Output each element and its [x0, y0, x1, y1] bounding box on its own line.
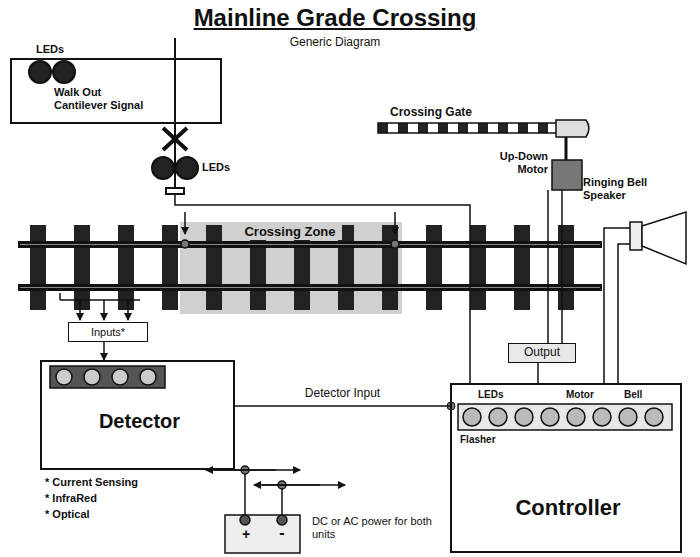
track — [18, 222, 602, 314]
drawing-stroke — [53, 61, 75, 83]
terminal-label: LEDs — [478, 389, 518, 401]
drawing-stroke — [645, 408, 663, 426]
node-text: Output — [509, 346, 575, 360]
cantilever-signal — [29, 38, 470, 383]
drawing-stroke — [18, 241, 602, 248]
drawing-stroke — [20, 244, 600, 245]
drawing-stroke — [176, 157, 198, 179]
drawing-stroke — [567, 408, 585, 426]
drawing-stroke — [244, 470, 246, 515]
drawing-stroke — [152, 157, 174, 179]
drawing-stroke — [552, 160, 582, 190]
footnote: * Current Sensing — [45, 476, 195, 489]
drawing-stroke — [541, 408, 559, 426]
drawing-stroke — [225, 515, 300, 553]
terminal-label: Bell — [624, 389, 658, 401]
connector-label: Detector Input — [303, 387, 382, 401]
drawing-stroke — [175, 194, 470, 383]
drawing-stroke — [84, 369, 100, 385]
connector — [537, 363, 539, 383]
track-sensor-drops — [181, 212, 399, 248]
output-box: Output — [508, 343, 576, 363]
footnote: * InfraRed — [45, 492, 195, 505]
drawing-stroke — [18, 284, 602, 291]
diagram-title: Mainline Grade Crossing — [150, 4, 520, 32]
footnote: * Optical — [45, 508, 195, 521]
drawing-stroke — [378, 123, 558, 133]
controller-box: Controller — [450, 383, 682, 553]
drawing-stroke — [240, 515, 250, 525]
part-label: Crossing Gate — [390, 106, 520, 120]
drawing-stroke — [112, 369, 128, 385]
drawing-stroke — [28, 225, 596, 310]
drawing-stroke — [184, 212, 186, 234]
crossing-gate — [378, 120, 589, 343]
drawing-stroke — [50, 366, 165, 388]
part-label: Ringing Bell Speaker — [583, 176, 663, 201]
drawing-stroke — [642, 212, 686, 264]
input-bracket — [60, 293, 140, 320]
connector — [103, 342, 105, 360]
drawing-stroke — [463, 408, 481, 426]
controller-terminals — [458, 404, 672, 430]
drawing-stroke — [593, 408, 611, 426]
drawing-stroke — [556, 120, 589, 137]
drawing-stroke — [561, 190, 563, 343]
drawing-stroke — [166, 188, 184, 194]
drawing-stroke — [103, 300, 105, 320]
drawing-stroke — [565, 137, 568, 160]
node-text: Walk Out Cantilever Signal — [54, 86, 154, 111]
drawing-stroke — [277, 515, 287, 525]
drawing-stroke — [163, 128, 187, 150]
drawing-stroke — [391, 240, 399, 248]
node-text: Controller — [452, 495, 684, 520]
bell-speaker — [604, 212, 686, 383]
zone-label: Crossing Zone — [238, 225, 342, 240]
drawing-stroke — [181, 240, 189, 248]
drawing-stroke — [254, 484, 320, 486]
terminal-label: Flasher — [460, 434, 520, 446]
drawing-stroke — [458, 404, 672, 430]
subtitle: Generic Diagram — [150, 36, 520, 50]
drawing-stroke — [127, 300, 129, 320]
node-text: Inputs* — [69, 326, 147, 339]
drawing-stroke — [630, 222, 642, 250]
drawing-stroke — [394, 212, 396, 234]
drawing-stroke — [489, 408, 507, 426]
drawing-stroke — [79, 300, 81, 320]
detector-box: Detector — [40, 360, 235, 470]
drawing-stroke — [20, 287, 600, 288]
polarity-mark: + — [239, 526, 253, 542]
drawing-stroke — [604, 228, 630, 383]
power-supply — [206, 466, 345, 553]
drawing-stroke — [29, 61, 51, 83]
polarity-mark: - — [275, 524, 289, 542]
terminal-label: Motor — [566, 389, 606, 401]
drawing-stroke — [56, 369, 72, 385]
drawing-stroke — [515, 408, 533, 426]
part-label: Up-Down Motor — [490, 150, 548, 175]
drawing-stroke — [163, 128, 187, 150]
node-text: LEDs — [36, 43, 76, 56]
drawing-stroke — [59, 293, 61, 300]
drawing-stroke — [140, 369, 156, 385]
detector-terminals — [50, 366, 165, 388]
led-label: LEDs — [202, 161, 242, 174]
drawing-stroke — [547, 190, 549, 343]
cantilever-signal-box: LEDsWalk Out Cantilever Signal — [10, 58, 222, 124]
note: DC or AC power for both units — [312, 515, 432, 540]
drawing-stroke — [619, 408, 637, 426]
inputs-box: Inputs* — [68, 322, 148, 342]
connector — [235, 405, 450, 407]
node-text: Detector — [42, 410, 237, 433]
